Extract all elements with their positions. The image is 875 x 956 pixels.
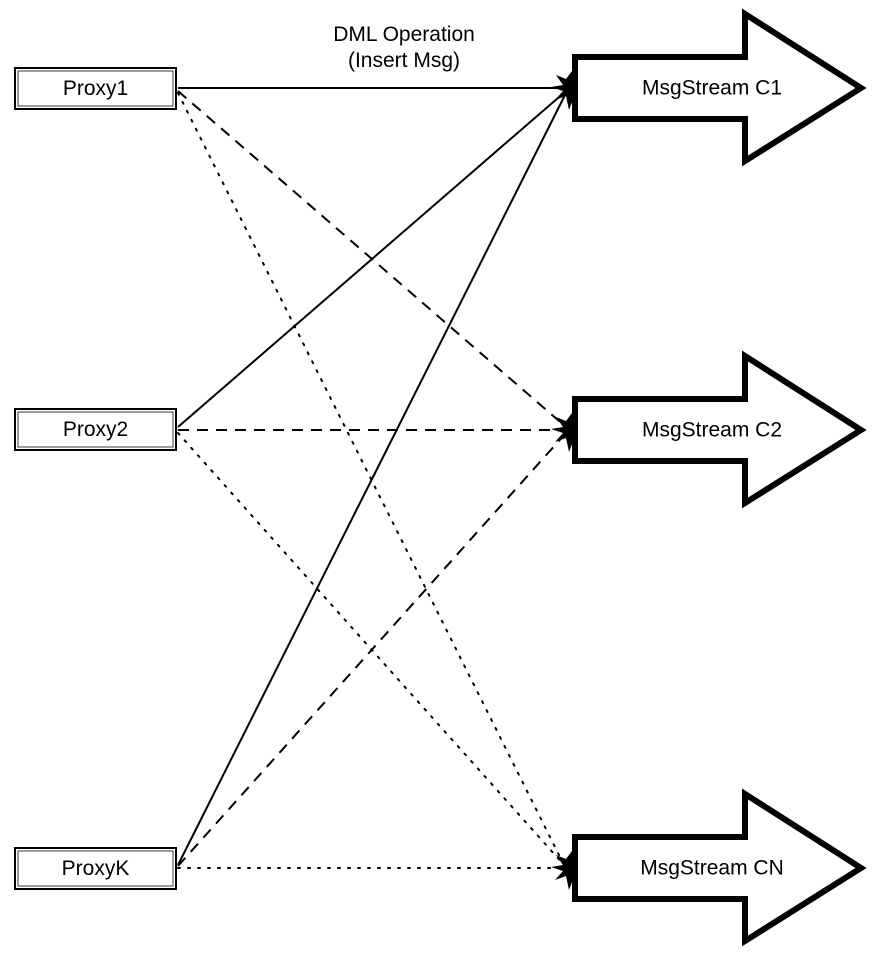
dml-operation-label: DML Operation (Insert Msg) [333,23,475,72]
msgstream-cn-label: MsgStream CN [640,857,784,880]
proxy-box-proxy1[interactable]: Proxy1 [14,67,177,110]
msgstream-c1[interactable]: MsgStream C1 [572,8,867,167]
msgstream-c1-label: MsgStream C1 [642,77,782,100]
proxy-box-proxy2[interactable]: Proxy2 [14,408,177,451]
arrowhead-head-c1 [551,67,575,110]
msgstream-c2-label: MsgStream C2 [642,419,782,442]
proxy-box-proxy1-rect [14,67,177,110]
proxy-box-proxy2-inner-rule [17,411,174,448]
proxy-box-proxyk-inner-rule [17,850,174,887]
arrowhead-head-cn [551,847,575,890]
msgstream-c1-shape [572,8,867,167]
streams-layer: MsgStream C1 MsgStream C2 MsgStream CN [572,8,867,947]
edge-proxy2-cn [177,432,565,866]
edge-proxyk-c1 [177,92,567,866]
msgstream-cn-shape [572,788,867,947]
proxy-box-proxy2-rect [14,408,177,451]
arrowheads-layer [551,67,575,890]
proxy-box-proxyk[interactable]: ProxyK [14,847,177,890]
edge-proxy2-c1 [177,90,567,428]
proxy-box-proxyk-label: ProxyK [62,857,130,880]
dml-operation-label-line1: DML Operation [333,23,475,46]
msgstream-cn[interactable]: MsgStream CN [572,788,867,947]
proxy-box-proxyk-rect [14,847,177,890]
edges-layer [177,87,567,869]
edge-proxyk-c2 [177,432,567,867]
dml-operation-label-line2: (Insert Msg) [348,49,460,72]
arrowhead-head-c2 [551,409,575,452]
msgstream-c2[interactable]: MsgStream C2 [572,350,867,509]
proxy-box-proxy1-inner-rule [17,70,174,107]
proxy-box-proxy1-label: Proxy1 [63,77,128,100]
msgstream-c2-shape [572,350,867,509]
proxy-box-proxy2-label: Proxy2 [63,418,128,441]
